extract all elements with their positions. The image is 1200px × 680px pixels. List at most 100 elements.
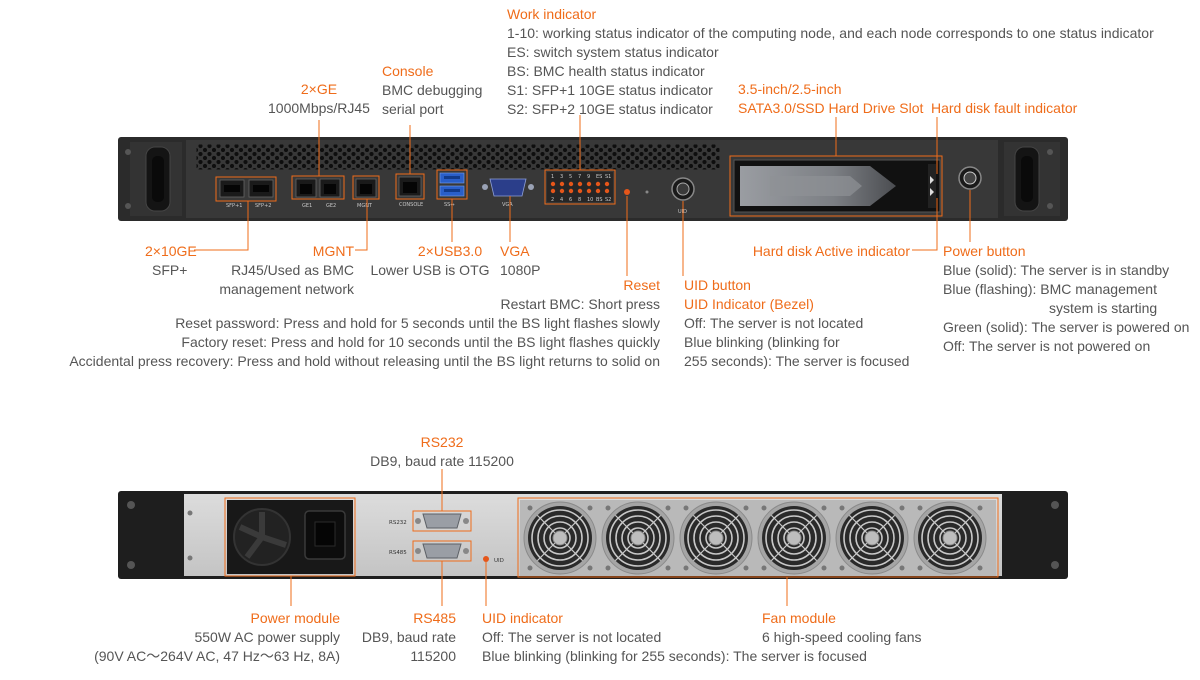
- led-label-bottom: 6: [569, 197, 572, 203]
- ge-desc: 1000Mbps/RJ45: [268, 100, 370, 116]
- drive-slot-title-1: 3.5-inch/2.5-inch: [738, 81, 842, 97]
- fan-title: Fan module: [762, 610, 836, 626]
- uid-indicator-title: UID Indicator (Bezel): [684, 296, 814, 312]
- console-desc-1: BMC debugging: [382, 82, 483, 98]
- silk-vga: VGA: [502, 202, 513, 208]
- led-indicator: [604, 188, 610, 194]
- power-line-1: Blue (solid): The server is in standby: [943, 262, 1170, 278]
- led-indicator: [559, 181, 565, 187]
- rear-panel: RS232 RS485 UID: [118, 469, 1068, 606]
- power-line-2: Blue (flashing): BMC management: [943, 281, 1157, 297]
- led-indicator: [550, 181, 556, 187]
- cooling-fan: [601, 501, 675, 575]
- led-label-bottom: 4: [560, 197, 563, 203]
- ten-ge-desc: SFP+: [152, 262, 188, 278]
- console-desc-2: serial port: [382, 101, 444, 117]
- led-indicator: [559, 188, 565, 194]
- rs232-desc: DB9, baud rate 115200: [370, 453, 514, 469]
- power-button: [958, 166, 982, 190]
- mgnt-port: MGNT: [355, 178, 377, 209]
- reset-button: [624, 189, 630, 195]
- rear-uid-line-2: Blue blinking (blinking for 255 seconds)…: [482, 648, 867, 664]
- work-indicator-line-2: ES: switch system status indicator: [507, 44, 719, 60]
- front-vent-grille: [196, 144, 720, 170]
- work-indicator-title: Work indicator: [507, 6, 597, 22]
- cooling-fan: [679, 501, 753, 575]
- hdd-active-title: Hard disk Active indicator: [752, 243, 910, 259]
- power-line-3: system is starting: [1049, 300, 1158, 316]
- silk-sfp2: SFP+2: [255, 203, 271, 209]
- usb-desc: Lower USB is OTG: [370, 262, 490, 278]
- vga-desc: 1080P: [500, 262, 541, 278]
- power-module-desc-2: (90V AC～264V AC, 47 Hz～63 Hz, 8A): [94, 648, 340, 664]
- led-indicator: [604, 181, 610, 187]
- cooling-fan: [523, 501, 597, 575]
- reset-line-4: Accidental press recovery: Press and hol…: [69, 353, 660, 369]
- work-indicator-line-1: 1-10: working status indicator of the co…: [507, 25, 1154, 41]
- rs485-port: RS485: [389, 543, 469, 559]
- silk-rs232: RS232: [389, 520, 407, 526]
- silk-rear-uid: UID: [494, 558, 504, 564]
- uid-line-3: 255 seconds): The server is focused: [684, 353, 910, 369]
- power-line-4: Green (solid): The server is powered on: [943, 319, 1190, 335]
- rear-uid-line-1: Off: The server is not located: [482, 629, 662, 645]
- power-module-desc-1: 550W AC power supply: [194, 629, 340, 645]
- power-title: Power button: [943, 243, 1026, 259]
- led-indicator: [595, 181, 601, 187]
- front-leader-lines: [194, 115, 971, 276]
- silk-ge2: GE2: [326, 203, 336, 209]
- led-label-top: ES: [596, 174, 602, 180]
- led-indicator: [586, 188, 592, 194]
- reset-line-2: Reset password: Press and hold for 5 sec…: [175, 315, 660, 331]
- silk-console: CONSOLE: [399, 202, 423, 208]
- rs232-title: RS232: [420, 434, 464, 450]
- drive-bay: [733, 159, 941, 213]
- drive-slot-title-2: SATA3.0/SSD Hard Drive Slot: [738, 100, 924, 116]
- rear-uid-title: UID indicator: [482, 610, 563, 626]
- led-indicator: [586, 181, 592, 187]
- front-panel: SFP+ 1 SFP+2 GE1 GE2 MGNT CONSOLE: [118, 115, 1068, 276]
- led-label-bottom: 8: [578, 197, 581, 203]
- fan-module: [520, 500, 996, 576]
- led-label-top: 9: [587, 174, 590, 180]
- led-label-top: 5: [569, 174, 572, 180]
- ge-title: 2×GE: [300, 81, 338, 97]
- led-label-bottom: BS: [596, 197, 603, 203]
- uid-line-2: Blue blinking (blinking for: [684, 334, 840, 350]
- silk-usb: SS⇔: [444, 202, 455, 208]
- led-indicator: [577, 188, 583, 194]
- silk-ge1: GE1: [302, 203, 312, 209]
- led-indicator: [577, 181, 583, 187]
- hdd-active-led: [930, 188, 934, 196]
- mgnt-title: MGNT: [312, 243, 354, 259]
- cooling-fan: [913, 501, 987, 575]
- led-label-top: S1: [605, 174, 611, 180]
- console-title: Console: [382, 63, 434, 79]
- rs485-desc-1: DB9, baud rate: [361, 629, 456, 645]
- reset-line-1: Restart BMC: Short press: [500, 296, 661, 312]
- silk-mgnt: MGNT: [357, 203, 373, 209]
- rear-leader-lines: [290, 469, 788, 606]
- led-label-top: 1: [551, 174, 554, 180]
- mgnt-desc-2: management network: [219, 281, 354, 297]
- led-label-bottom: S2: [605, 197, 611, 203]
- power-module-title: Power module: [250, 610, 341, 626]
- ten-ge-title: 2×10GE: [145, 243, 197, 259]
- work-indicator-line-4: S1: SFP+1 10GE status indicator: [507, 82, 713, 98]
- rs485-desc-2: 115200: [410, 648, 456, 664]
- rs232-port: RS232: [389, 513, 469, 529]
- led-label-top: 3: [560, 174, 563, 180]
- rs485-title: RS485: [413, 610, 456, 626]
- vga-title: VGA: [500, 243, 530, 259]
- front-small-hole: [645, 190, 649, 194]
- usb-title: 2×USB3.0: [417, 243, 483, 259]
- work-indicator-line-3: BS: BMC health status indicator: [507, 63, 705, 79]
- led-label-bottom: 2: [551, 197, 554, 203]
- reset-line-3: Factory reset: Press and hold for 10 sec…: [181, 334, 660, 350]
- led-indicator: [550, 188, 556, 194]
- usb-ports: SS⇔: [439, 172, 465, 208]
- uid-line-1: Off: The server is not located: [684, 315, 864, 331]
- hdd-fault-title: Hard disk fault indicator: [931, 100, 1078, 116]
